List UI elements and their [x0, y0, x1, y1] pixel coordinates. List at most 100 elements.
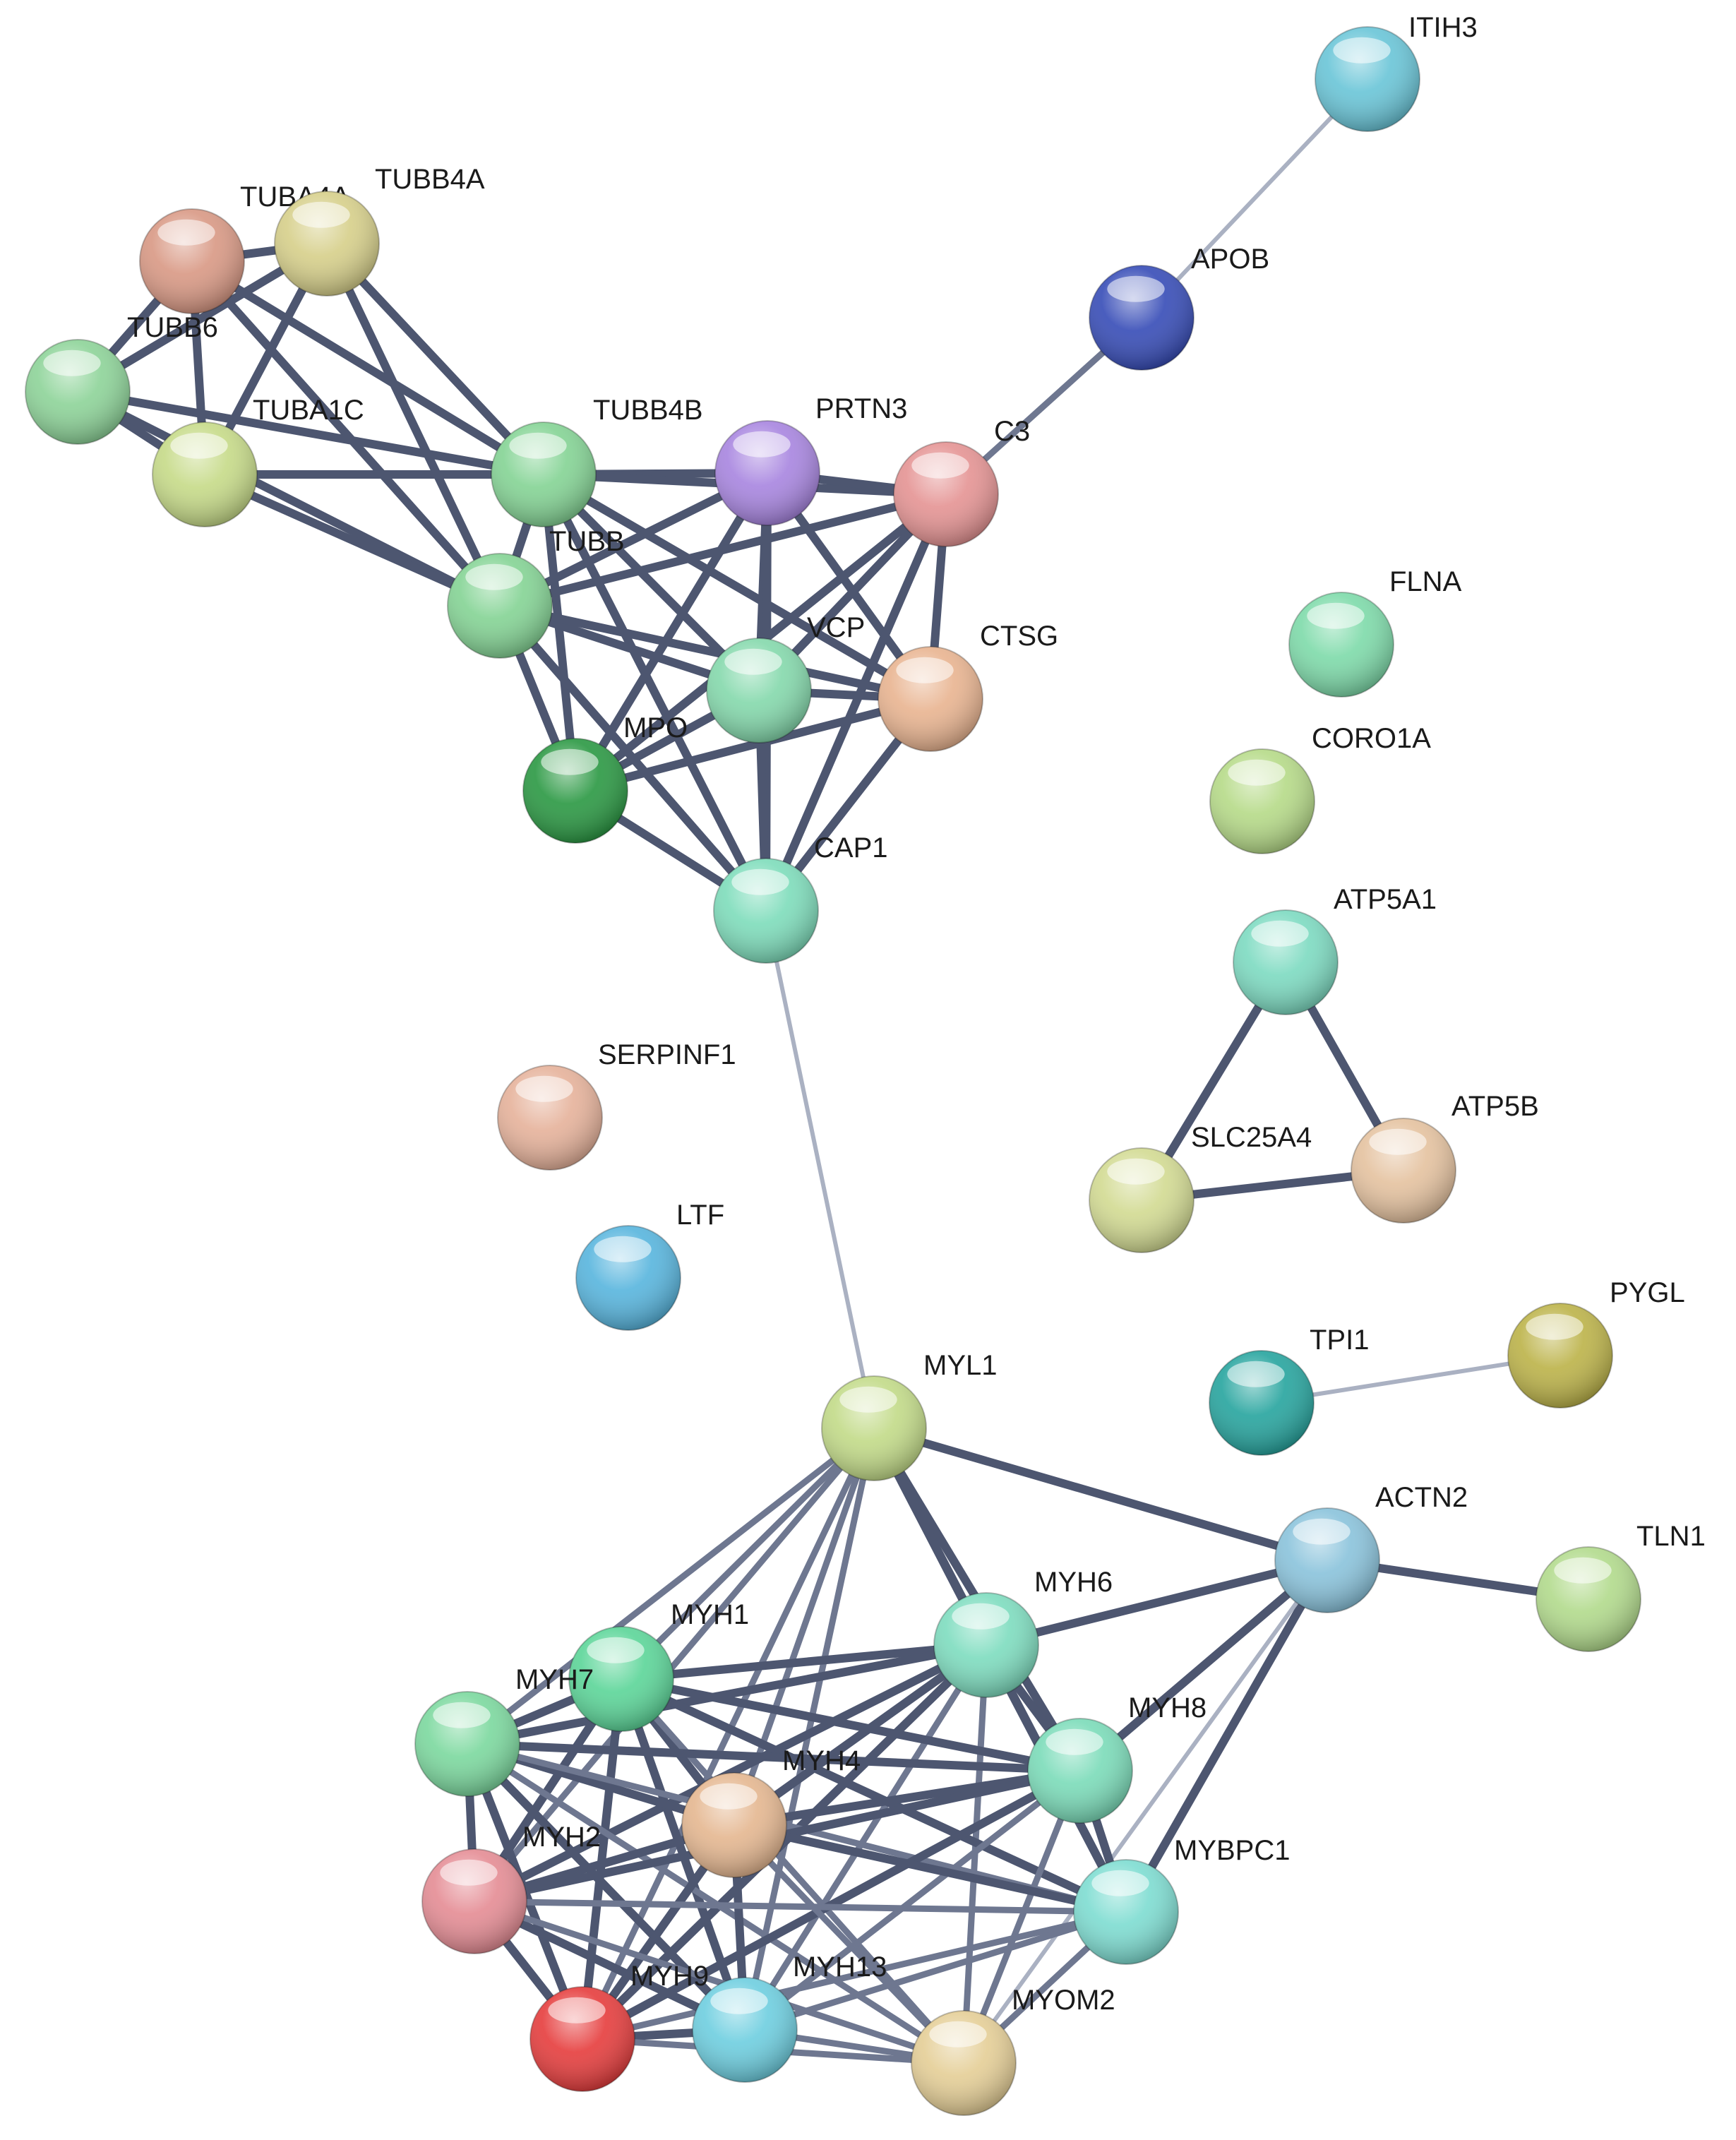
node-label: LTF	[676, 1200, 724, 1231]
edge-myh1-myh9	[578, 1675, 625, 2043]
edge-myl1-myh9	[579, 1425, 878, 2043]
node-sphere[interactable]	[25, 339, 131, 445]
node-sphere[interactable]	[1233, 909, 1339, 1015]
node-sphere[interactable]	[1315, 26, 1420, 132]
node-actn2[interactable]: ACTN2	[1274, 1482, 1468, 1613]
node-label: CORO1A	[1312, 723, 1431, 754]
node-ltf[interactable]: LTF	[575, 1200, 724, 1331]
node-label: TUBB4A	[375, 164, 485, 195]
edge-tubb4a-tubb	[323, 239, 504, 610]
node-label: MYH1	[671, 1599, 749, 1630]
node-sphere[interactable]	[893, 441, 999, 547]
edge-prtn3-mpo	[571, 469, 772, 795]
edge-tubb6-tubb4b	[73, 388, 548, 479]
node-prtn3[interactable]: PRTN3	[714, 393, 907, 526]
node-myh8[interactable]: MYH8	[1027, 1692, 1207, 1824]
node-myl1[interactable]: MYL1	[821, 1350, 998, 1481]
node-ctsg[interactable]: CTSG	[878, 621, 1058, 752]
node-sphere[interactable]	[1027, 1718, 1133, 1824]
node-flna[interactable]: FLNA	[1288, 566, 1462, 698]
node-label: SERPINF1	[598, 1039, 736, 1070]
edge-c3-tubb	[496, 490, 950, 610]
node-tln1[interactable]: TLN1	[1536, 1521, 1706, 1652]
edge-myl1-myh7	[464, 1425, 878, 1747]
node-label: MYH6	[1034, 1567, 1113, 1598]
node-atp5b[interactable]: ATP5B	[1351, 1091, 1539, 1224]
node-serpinf1[interactable]: SERPINF1	[497, 1039, 736, 1171]
node-myh1[interactable]: MYH1	[568, 1599, 749, 1732]
node-sphere[interactable]	[1507, 1303, 1613, 1409]
edge-mybpc1-myh9	[579, 1908, 1130, 2043]
node-sphere[interactable]	[1089, 265, 1195, 371]
node-sphere[interactable]	[139, 208, 245, 314]
node-label: TUBB	[549, 526, 625, 557]
node-sphere[interactable]	[821, 1375, 927, 1481]
node-label: TUBA1C	[253, 395, 364, 426]
node-sphere[interactable]	[713, 858, 819, 964]
node-sphere[interactable]	[911, 2010, 1017, 2116]
node-label: TPI1	[1310, 1325, 1369, 1356]
node-label: FLNA	[1389, 566, 1462, 597]
node-coro1a[interactable]: CORO1A	[1209, 723, 1431, 854]
node-pygl[interactable]: PYGL	[1507, 1277, 1685, 1409]
edge-actn2-myh6	[982, 1556, 1331, 1649]
edge-c3-cap1	[762, 490, 950, 915]
node-label: MYH4	[782, 1745, 861, 1776]
node-label: APOB	[1191, 244, 1269, 275]
node-sphere[interactable]	[491, 422, 597, 527]
node-sphere[interactable]	[714, 420, 820, 526]
node-label: ATP5A1	[1334, 884, 1437, 915]
node-sphere[interactable]	[414, 1691, 520, 1797]
node-sphere[interactable]	[575, 1225, 681, 1331]
node-sphere[interactable]	[522, 738, 628, 844]
node-sphere[interactable]	[274, 191, 380, 297]
node-label: MYL1	[923, 1350, 998, 1381]
node-sphere[interactable]	[692, 1977, 798, 2083]
node-sphere[interactable]	[1536, 1546, 1641, 1652]
edge-myh7-myh8	[463, 1740, 1084, 1775]
node-sphere[interactable]	[1073, 1859, 1179, 1965]
edge-myh6-myh1	[617, 1641, 990, 1683]
node-atp5a1[interactable]: ATP5A1	[1233, 884, 1437, 1015]
node-label: TUBB4B	[593, 395, 703, 426]
node-sphere[interactable]	[1274, 1507, 1380, 1613]
node-itih3[interactable]: ITIH3	[1315, 12, 1478, 132]
node-sphere[interactable]	[1089, 1147, 1195, 1253]
node-label: PYGL	[1610, 1277, 1685, 1308]
node-label: MYH2	[522, 1822, 601, 1853]
node-sphere[interactable]	[497, 1065, 603, 1171]
edge-myh1-myh8	[617, 1675, 1084, 1775]
node-sphere[interactable]	[681, 1772, 787, 1878]
node-sphere[interactable]	[152, 422, 258, 527]
edge-ctsg-mpo	[571, 695, 935, 795]
node-sphere[interactable]	[1288, 592, 1394, 698]
node-myom2[interactable]: MYOM2	[911, 1985, 1115, 2116]
node-sphere[interactable]	[1209, 1350, 1315, 1456]
node-label: VCP	[807, 612, 865, 643]
node-label: MYH13	[793, 1951, 887, 1983]
node-label: MYH8	[1128, 1692, 1207, 1723]
node-sphere[interactable]	[1209, 748, 1315, 854]
node-sphere[interactable]	[1351, 1118, 1456, 1224]
node-sphere[interactable]	[706, 638, 812, 743]
node-c3[interactable]: C3	[893, 416, 1030, 547]
node-sphere[interactable]	[447, 553, 553, 659]
edge-myl1-myh1	[618, 1425, 878, 1682]
edge-myl1-actn2	[870, 1424, 1331, 1565]
node-sphere[interactable]	[421, 1848, 527, 1954]
node-sphere[interactable]	[878, 646, 983, 752]
edge-myh6-myh13	[741, 1642, 990, 2033]
node-label: C3	[994, 416, 1030, 447]
edge-tubb4b-mpo	[539, 470, 580, 795]
edge-tubb4b-ctsg	[539, 470, 935, 703]
node-label: ITIH3	[1408, 12, 1478, 43]
node-label: MPO	[623, 712, 688, 743]
node-apob[interactable]: APOB	[1089, 244, 1269, 371]
node-label: SLC25A4	[1191, 1122, 1312, 1153]
node-label: MYH7	[515, 1664, 594, 1695]
node-sphere[interactable]	[933, 1592, 1039, 1698]
node-sphere[interactable]	[529, 1986, 635, 2092]
edge-tubb4b-cap1	[539, 470, 770, 915]
edge-tuba4a-tubb	[188, 257, 504, 610]
